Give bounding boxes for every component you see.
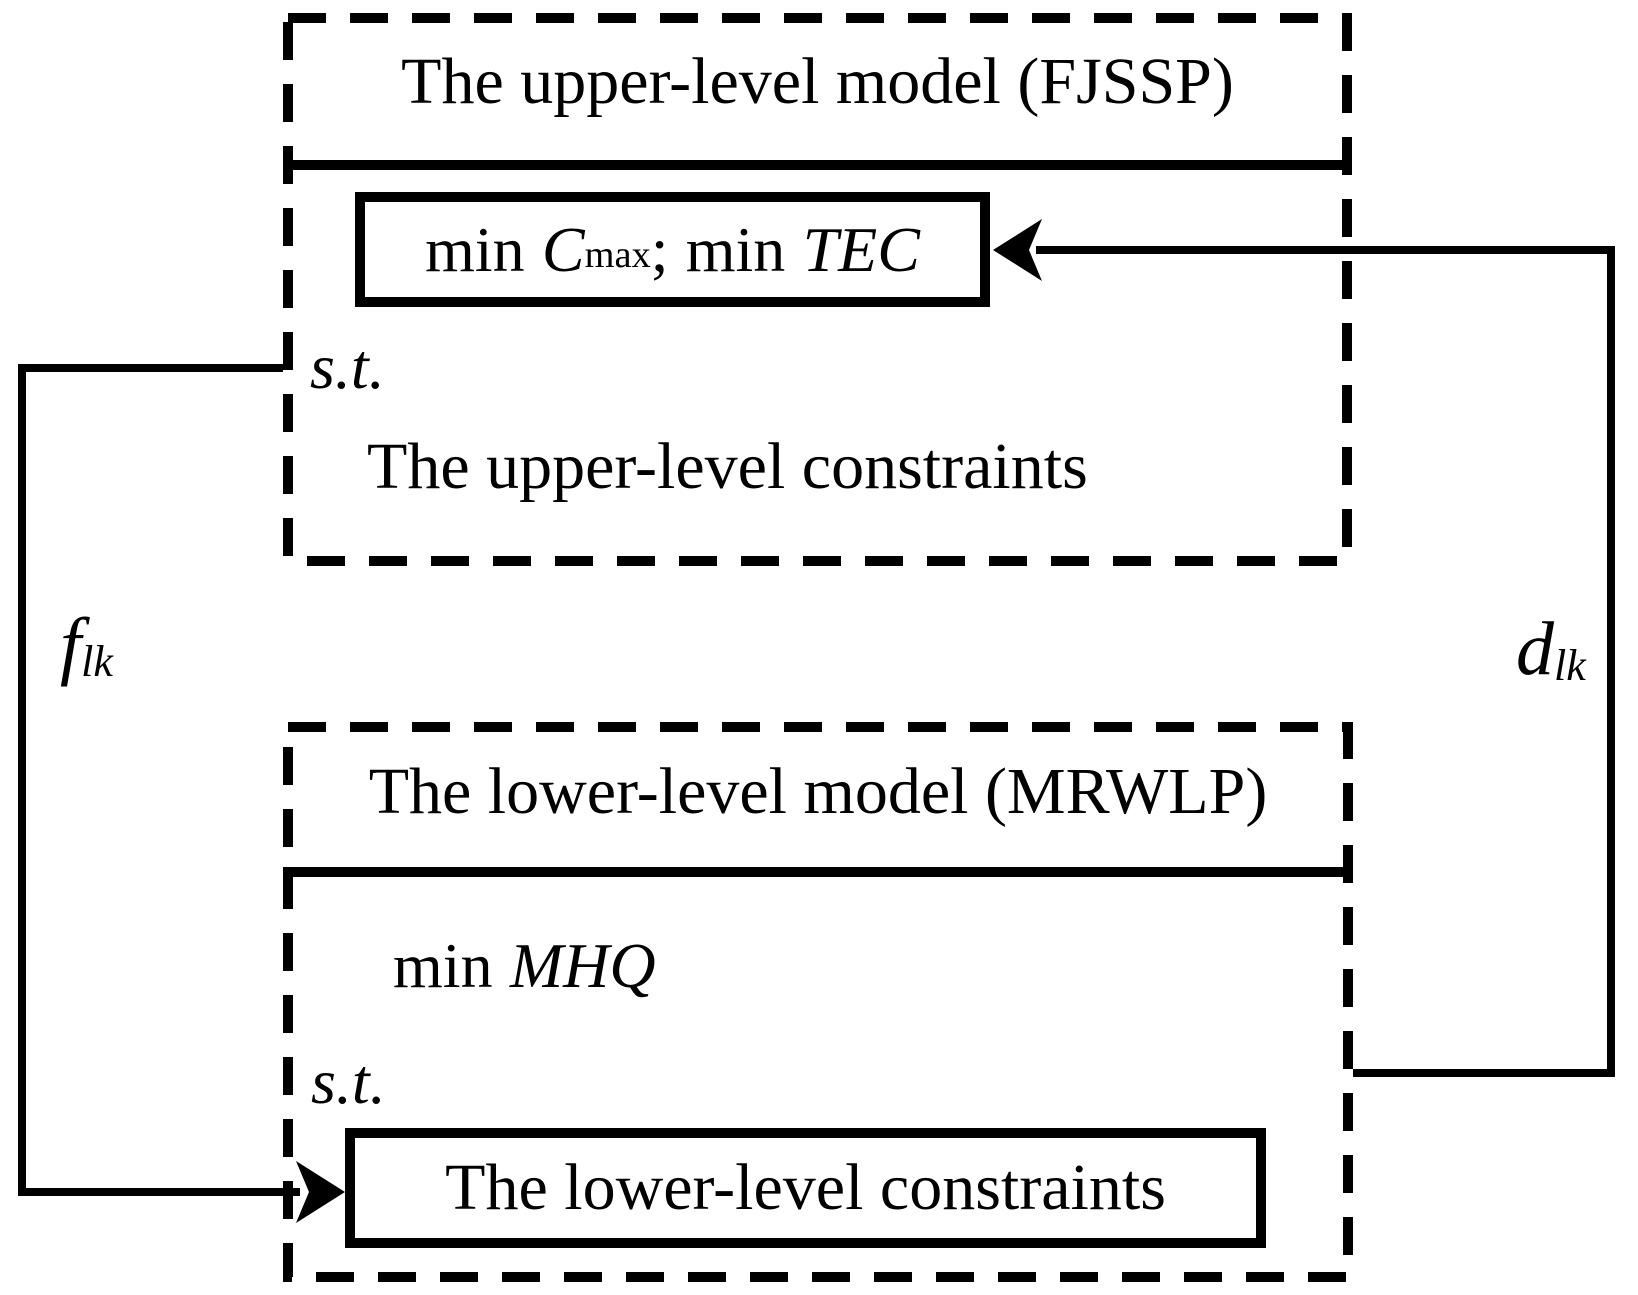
f-lk-connector-line <box>18 364 300 1196</box>
upper-objective-box <box>355 192 990 307</box>
upper-model-dashed-box <box>283 13 1352 566</box>
f-lk-edge-label: flk <box>60 603 113 687</box>
upper-model-title: The upper-level model (FJSSP) <box>401 45 1234 118</box>
d-lk-arrowhead-icon <box>993 219 1042 281</box>
d-lk-edge-label: dlk <box>1516 607 1586 691</box>
upper-st-label: s.t. <box>310 331 385 402</box>
lower-st-label: s.t. <box>311 1046 386 1117</box>
lower-model-title: The lower-level model (MRWLP) <box>368 755 1268 828</box>
d-lk-connector-line <box>1036 246 1615 1077</box>
lower-constraints-box <box>345 1128 1266 1248</box>
f-lk-arrowhead-icon <box>296 1161 345 1223</box>
lower-constraints-text: The lower-level constraints <box>445 1151 1166 1225</box>
upper-constraints-text: The upper-level constraints <box>367 430 1088 503</box>
lower-model-dashed-box <box>283 722 1353 1282</box>
